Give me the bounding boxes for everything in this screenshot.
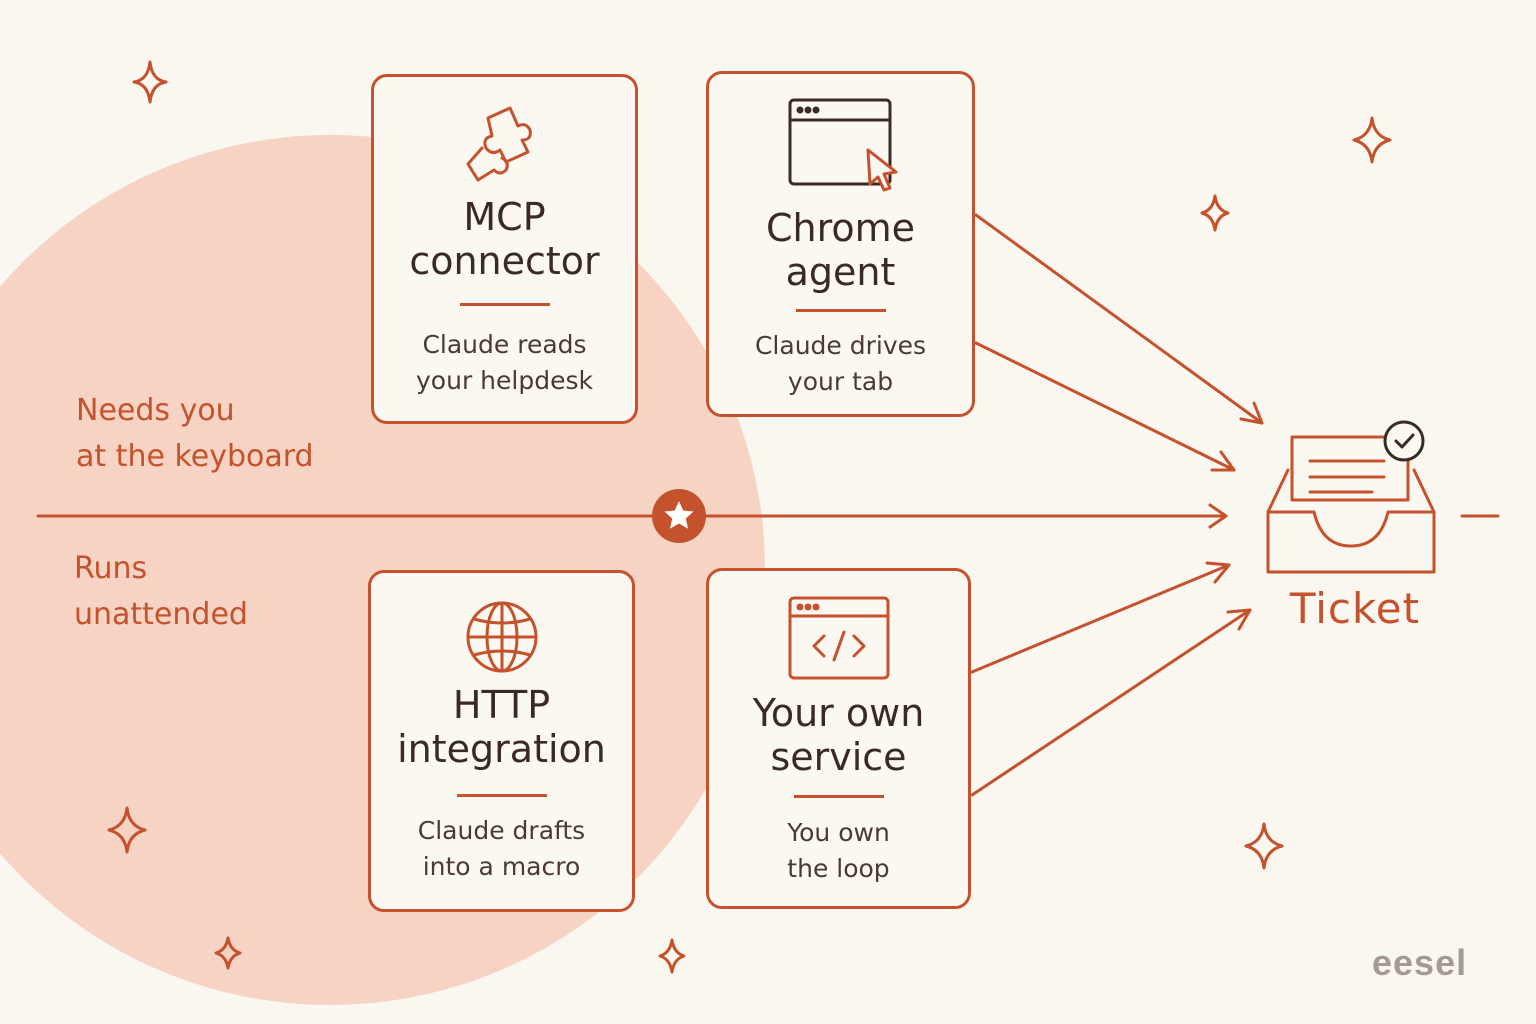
card-your-own-service: Your own service You own the loop: [706, 568, 971, 909]
card-title-line1: Your own: [752, 691, 925, 735]
card-divider: [795, 309, 886, 312]
card-desc-line1: Claude reads: [422, 330, 587, 359]
card-description: Claude drafts into a macro: [371, 813, 632, 885]
card-desc-line2: your helpdesk: [416, 366, 593, 395]
sparkle-icon: [1200, 194, 1230, 232]
card-title-line2: service: [770, 735, 907, 779]
card-title-line1: Chrome: [765, 206, 916, 250]
globe-icon: [371, 587, 632, 687]
card-description: You own the loop: [709, 815, 968, 887]
sparkle-icon: [132, 60, 168, 104]
arrowhead: [1210, 450, 1236, 472]
card-divider: [793, 795, 884, 798]
row-label-bottom-line1: Runs: [74, 551, 148, 586]
card-http-integration: HTTP integration Claude drafts into a ma…: [368, 570, 635, 912]
row-label-bottom: Runs unattended: [74, 546, 248, 638]
brand-logo: eesel: [1372, 942, 1468, 983]
arrow-chrome-to-ticket-b: [974, 341, 1236, 472]
sparkle-icon: [1352, 116, 1392, 164]
card-title: Your own service: [709, 691, 968, 779]
card-divider: [456, 794, 547, 797]
card-chrome-agent: Chrome agent Claude drives your tab: [706, 71, 975, 417]
row-label-top: Needs you at the keyboard: [76, 388, 314, 480]
arrowhead: [1226, 608, 1252, 631]
card-title: MCP connector: [374, 195, 635, 283]
sparkle-icon: [214, 936, 242, 970]
card-title-line2: agent: [785, 250, 896, 294]
sparkles: [107, 60, 1392, 974]
card-desc-line1: You own: [787, 818, 890, 847]
card-desc-line2: your tab: [787, 367, 894, 396]
sparkle-icon: [1244, 822, 1284, 870]
browser-cursor-icon: [709, 92, 972, 192]
sparkle-icon: [107, 806, 147, 854]
card-divider: [459, 303, 550, 306]
card-desc-line1: Claude drives: [754, 331, 927, 360]
arrow-service-to-ticket-b: [970, 608, 1252, 797]
inbox-tray-check-icon: [1266, 420, 1436, 574]
arrowhead: [1239, 401, 1264, 425]
card-desc-line2: into a macro: [422, 852, 581, 881]
card-description: Claude drives your tab: [709, 328, 972, 400]
card-title-line2: connector: [409, 239, 600, 283]
arrowhead: [1205, 561, 1231, 584]
sparkle-icon: [658, 938, 686, 974]
card-title: HTTP integration: [371, 683, 632, 771]
row-label-top-line1: Needs you: [76, 393, 235, 428]
row-label-top-line2: at the keyboard: [76, 439, 314, 474]
card-mcp-connector: MCP connector Claude reads your helpdesk: [371, 74, 638, 424]
arrow-chrome-to-ticket-a: [974, 213, 1264, 425]
card-description: Claude reads your helpdesk: [374, 327, 635, 399]
arrow-service-to-ticket-a: [970, 563, 1231, 674]
ticket-label: Ticket: [1289, 584, 1421, 633]
card-title-line2: integration: [397, 727, 606, 771]
card-title-line1: HTTP: [452, 683, 551, 727]
star-icon: [652, 489, 706, 543]
code-window-icon: [709, 585, 968, 685]
puzzle-connector-icon: [374, 95, 635, 195]
card-desc-line1: Claude drafts: [417, 816, 586, 845]
card-title: Chrome agent: [709, 206, 972, 294]
card-title-line1: MCP: [463, 195, 546, 239]
axis-arrowhead: [1208, 503, 1228, 529]
card-desc-line2: the loop: [787, 854, 890, 883]
row-label-bottom-line2: unattended: [74, 597, 248, 632]
